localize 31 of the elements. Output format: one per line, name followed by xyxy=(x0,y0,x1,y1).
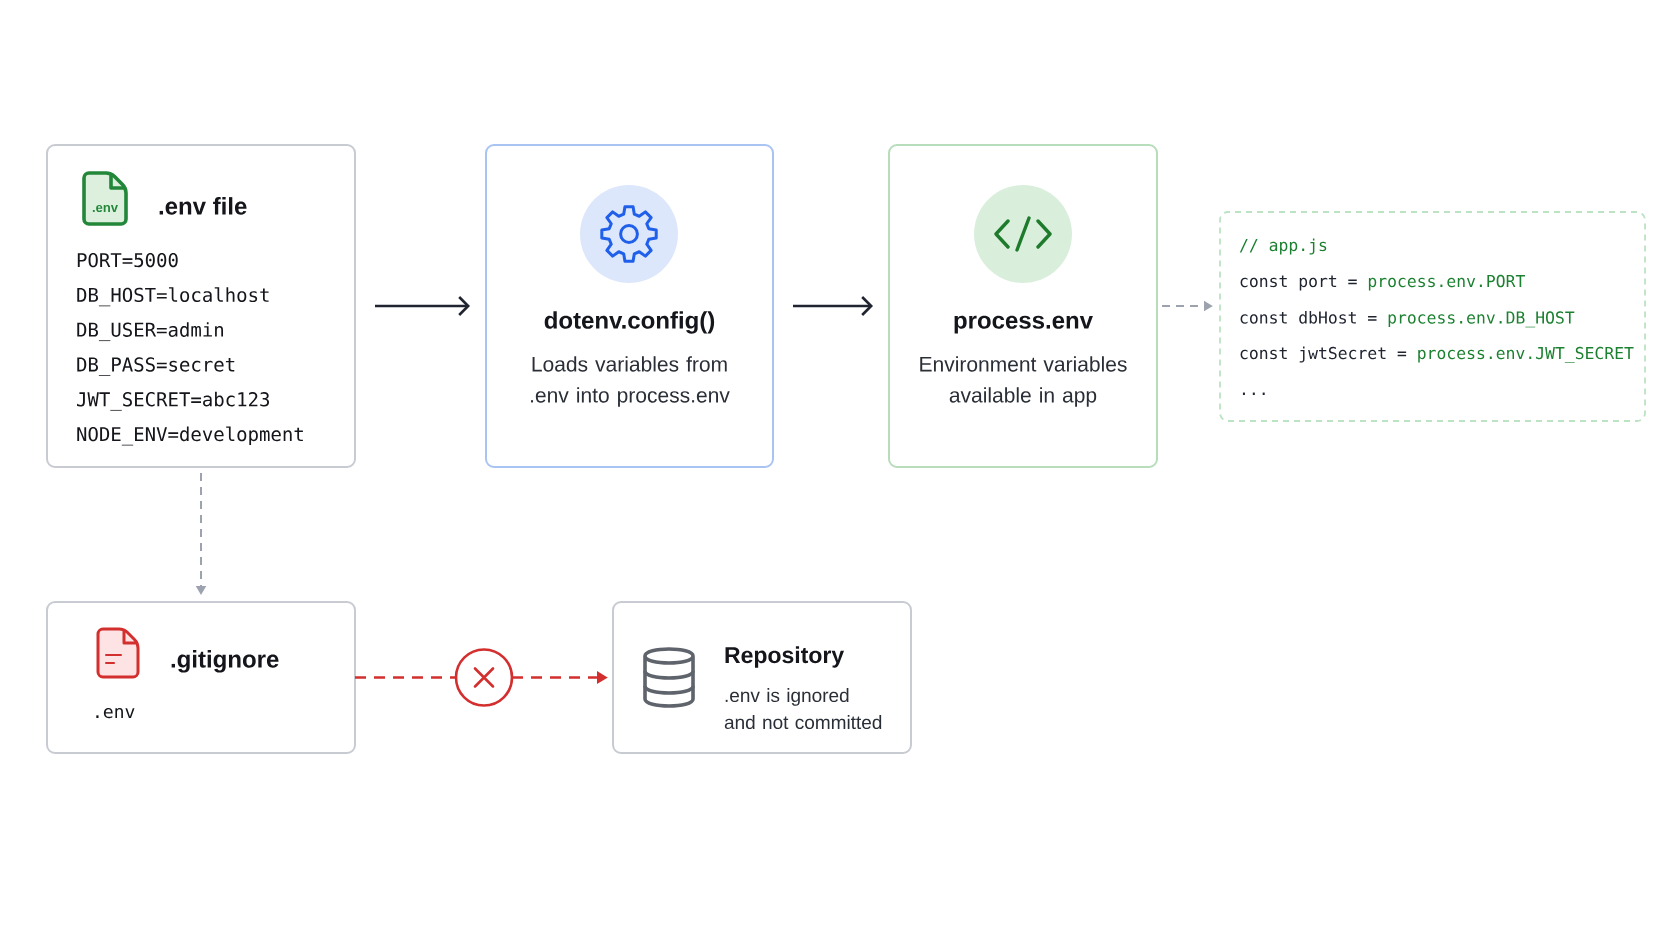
env-line: DB_PASS=secret xyxy=(77,357,235,376)
arrow xyxy=(793,296,873,316)
env-line: NODE_ENV=development xyxy=(77,426,303,446)
cross-circle xyxy=(454,648,514,707)
arrow xyxy=(375,296,470,316)
dashed-line xyxy=(355,676,456,679)
env-line: JWT_SECRET=abc123 xyxy=(77,391,269,411)
card-title: process.env xyxy=(954,315,1093,334)
env-line: DB_HOST=localhost xyxy=(77,287,269,307)
card xyxy=(888,144,1158,468)
card-title: .gitignore xyxy=(171,650,279,673)
icon-label: .env xyxy=(92,204,118,213)
card xyxy=(612,601,912,754)
env-line: .env xyxy=(96,707,135,719)
env-line: DB_USER=admin xyxy=(77,322,223,342)
card xyxy=(485,144,774,468)
code-line: const port = process.env.PORT xyxy=(1240,274,1525,291)
card xyxy=(46,601,356,754)
card-description: Loads variables from .env into process.env xyxy=(531,356,730,407)
card-description: .env is ignored and not committed xyxy=(724,688,882,730)
code-comment: // app.js xyxy=(1239,238,1327,255)
card xyxy=(46,144,356,468)
env-line: PORT=5000 xyxy=(77,252,178,268)
card-title: dotenv.config() xyxy=(544,311,715,334)
card-title: Repository xyxy=(725,646,844,668)
code-panel xyxy=(1219,211,1646,422)
code-line: const dbHost = process.env.DB_HOST xyxy=(1240,311,1575,328)
card-title: .env file xyxy=(159,197,247,215)
code-line: ... xyxy=(1242,392,1265,395)
code-line: const jwtSecret = process.env.JWT_SECRET xyxy=(1240,346,1634,363)
card-description: Environment variables available in app xyxy=(920,356,1127,407)
